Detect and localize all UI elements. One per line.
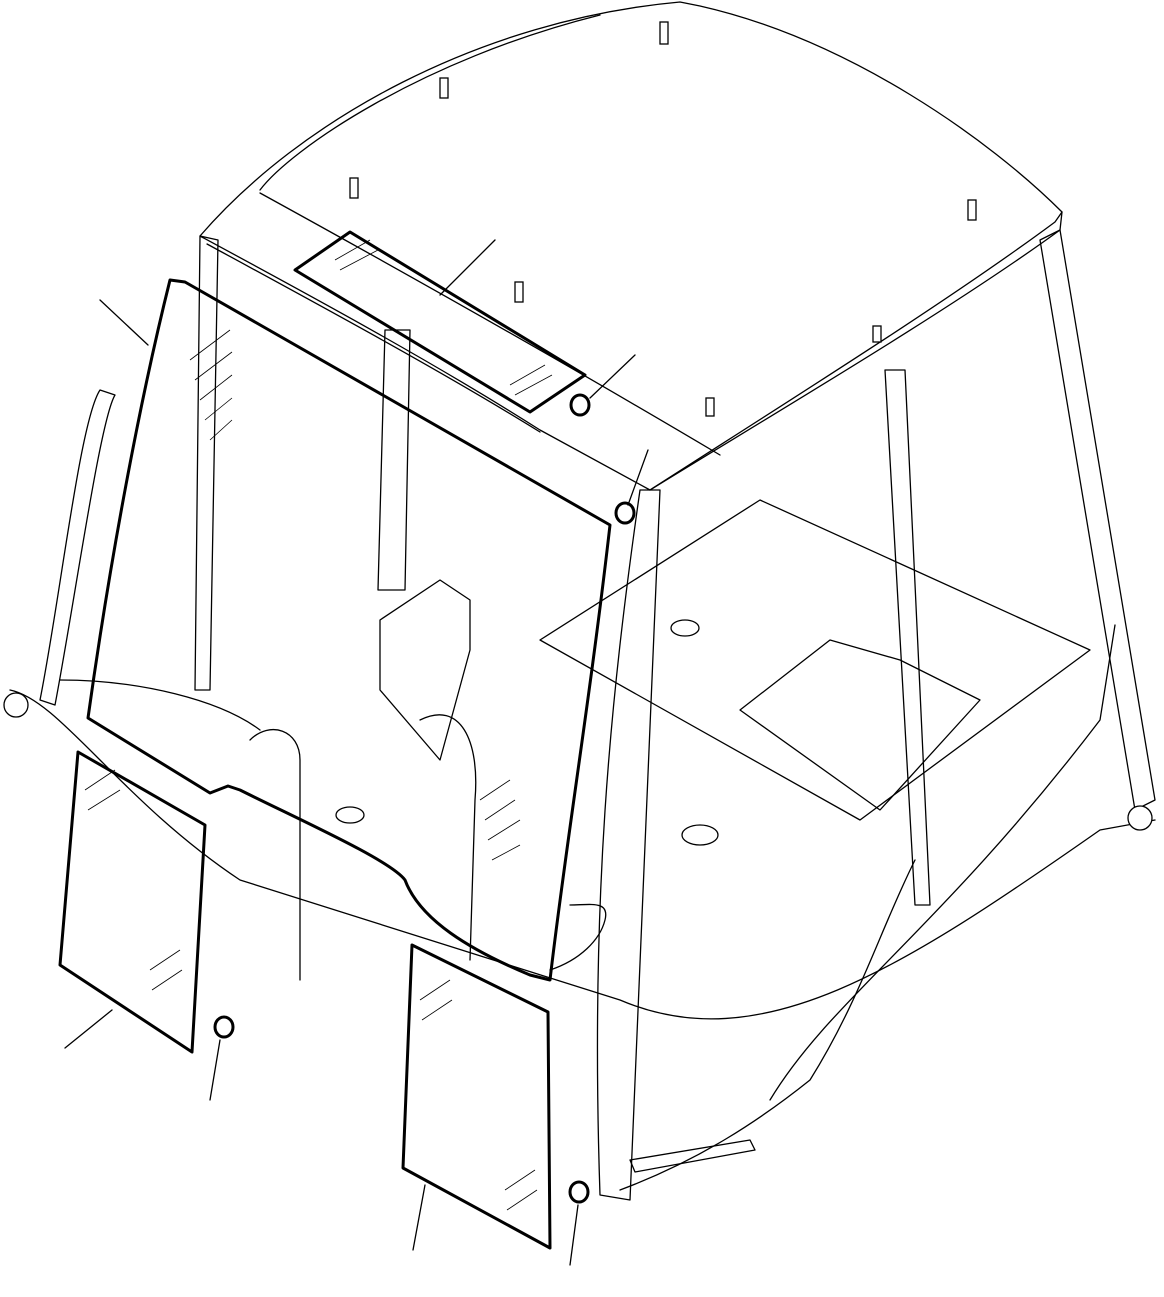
front-windshield-glass [86, 278, 612, 982]
roof-front-glass [293, 230, 587, 414]
cab-frame [3, 229, 1156, 1201]
roof-pins [349, 21, 977, 417]
leader-lines [64, 239, 649, 1266]
lower-left-glass-panel [58, 750, 207, 1054]
rubber-caps [213, 393, 636, 1204]
cab-roof [199, 1, 1063, 491]
lower-right-glass-panel [401, 943, 552, 1250]
